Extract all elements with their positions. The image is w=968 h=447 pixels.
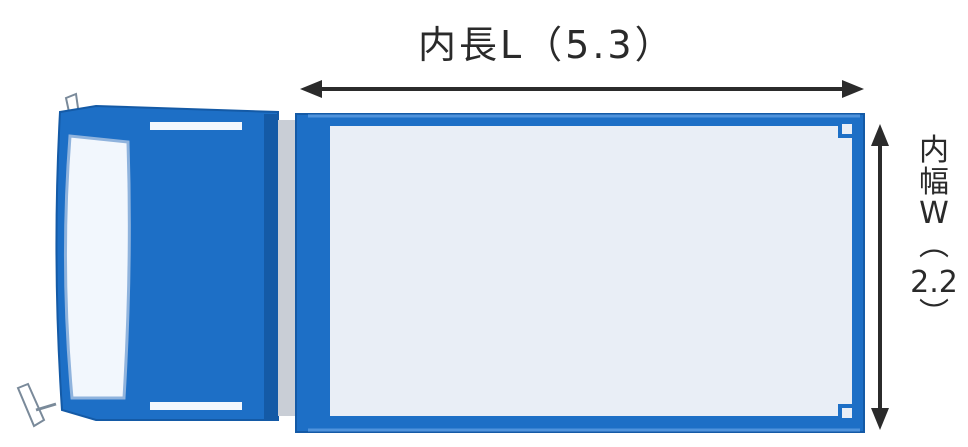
inner-length-arrow <box>300 80 864 98</box>
inner-width-paren-close: ︶ <box>919 296 949 332</box>
inner-width-value: 2.2 <box>910 265 958 300</box>
windshield <box>63 134 131 400</box>
cargo-bed <box>295 113 865 433</box>
truck-cab <box>55 104 279 421</box>
side-mirror-bottom <box>16 382 57 428</box>
inner-width-paren-open: ︵ <box>919 227 949 263</box>
inner-width-char-2: 幅 <box>919 164 949 200</box>
inner-width-arrow <box>871 124 889 430</box>
cab-roof-strip-top <box>150 122 242 130</box>
inner-length-label: 内長L（5.3） <box>418 23 676 67</box>
inner-width-label: 内 幅 W ︵ 2.2 ︶ <box>906 135 962 330</box>
cargo-floor <box>330 126 852 416</box>
inner-width-char-1: 内 <box>919 133 949 168</box>
cab-roof-strip-bottom <box>150 402 242 410</box>
inner-width-letter: W <box>919 196 949 231</box>
